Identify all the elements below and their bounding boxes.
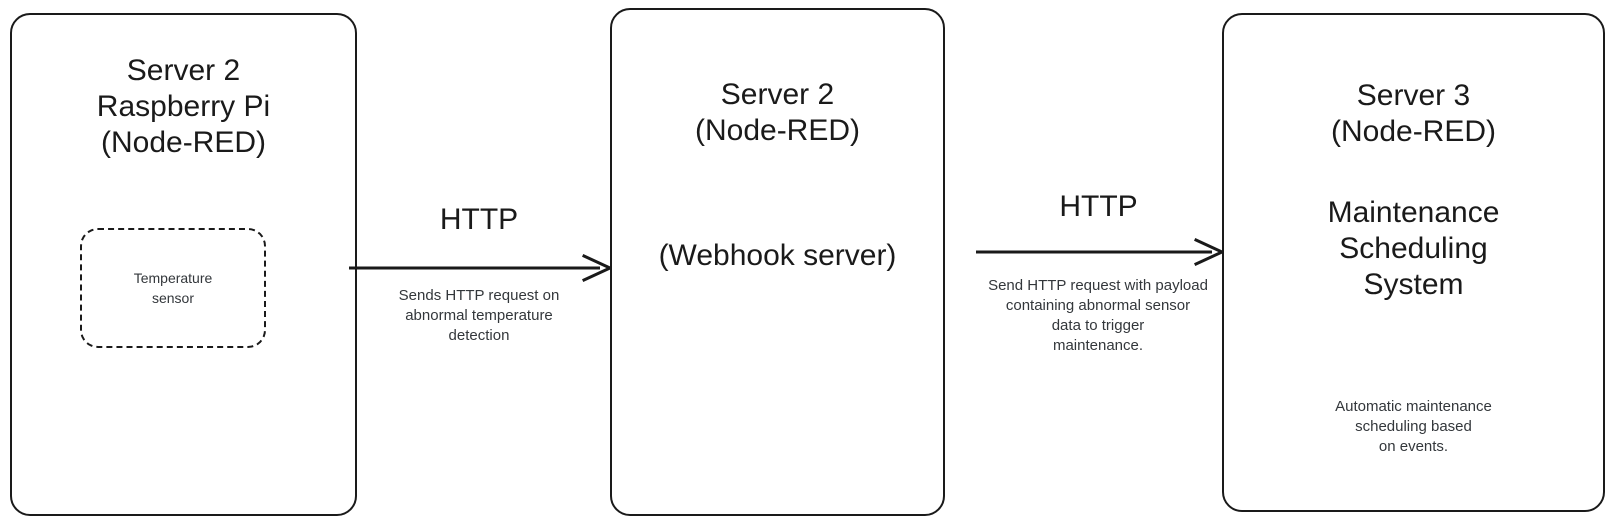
edge-webhook-to-maintenance-label: HTTP — [1059, 190, 1138, 223]
node-maintenance-system-subtitle: Maintenance Scheduling System — [1327, 196, 1500, 301]
edge-pi-to-webhook-description: Sends HTTP request on abnormal temperatu… — [398, 287, 560, 344]
temperature-sensor-box[interactable]: Temperature sensor — [80, 228, 266, 348]
node-maintenance-system-caption: Automatic maintenance scheduling based o… — [1335, 398, 1492, 455]
node-webhook-server[interactable]: Server 2 (Node-RED) (Webhook server) — [610, 8, 945, 516]
edge-pi-to-webhook-label: HTTP — [439, 203, 519, 236]
edge-webhook-to-maintenance-description: Send HTTP request with payload containin… — [988, 277, 1208, 354]
temperature-sensor-label: Temperature sensor — [133, 270, 213, 306]
node-maintenance-system-title: Server 3 (Node-RED) — [1330, 79, 1497, 148]
node-webhook-server-subtitle: (Webhook server) — [658, 239, 897, 272]
node-maintenance-system[interactable]: Server 3 (Node-RED) Maintenance Scheduli… — [1222, 13, 1605, 512]
node-webhook-server-title: Server 2 (Node-RED) — [694, 78, 861, 147]
node-raspberry-pi[interactable]: Server 2 Raspberry Pi (Node-RED) Tempera… — [10, 13, 357, 516]
node-raspberry-pi-title: Server 2 Raspberry Pi (Node-RED) — [96, 54, 271, 159]
